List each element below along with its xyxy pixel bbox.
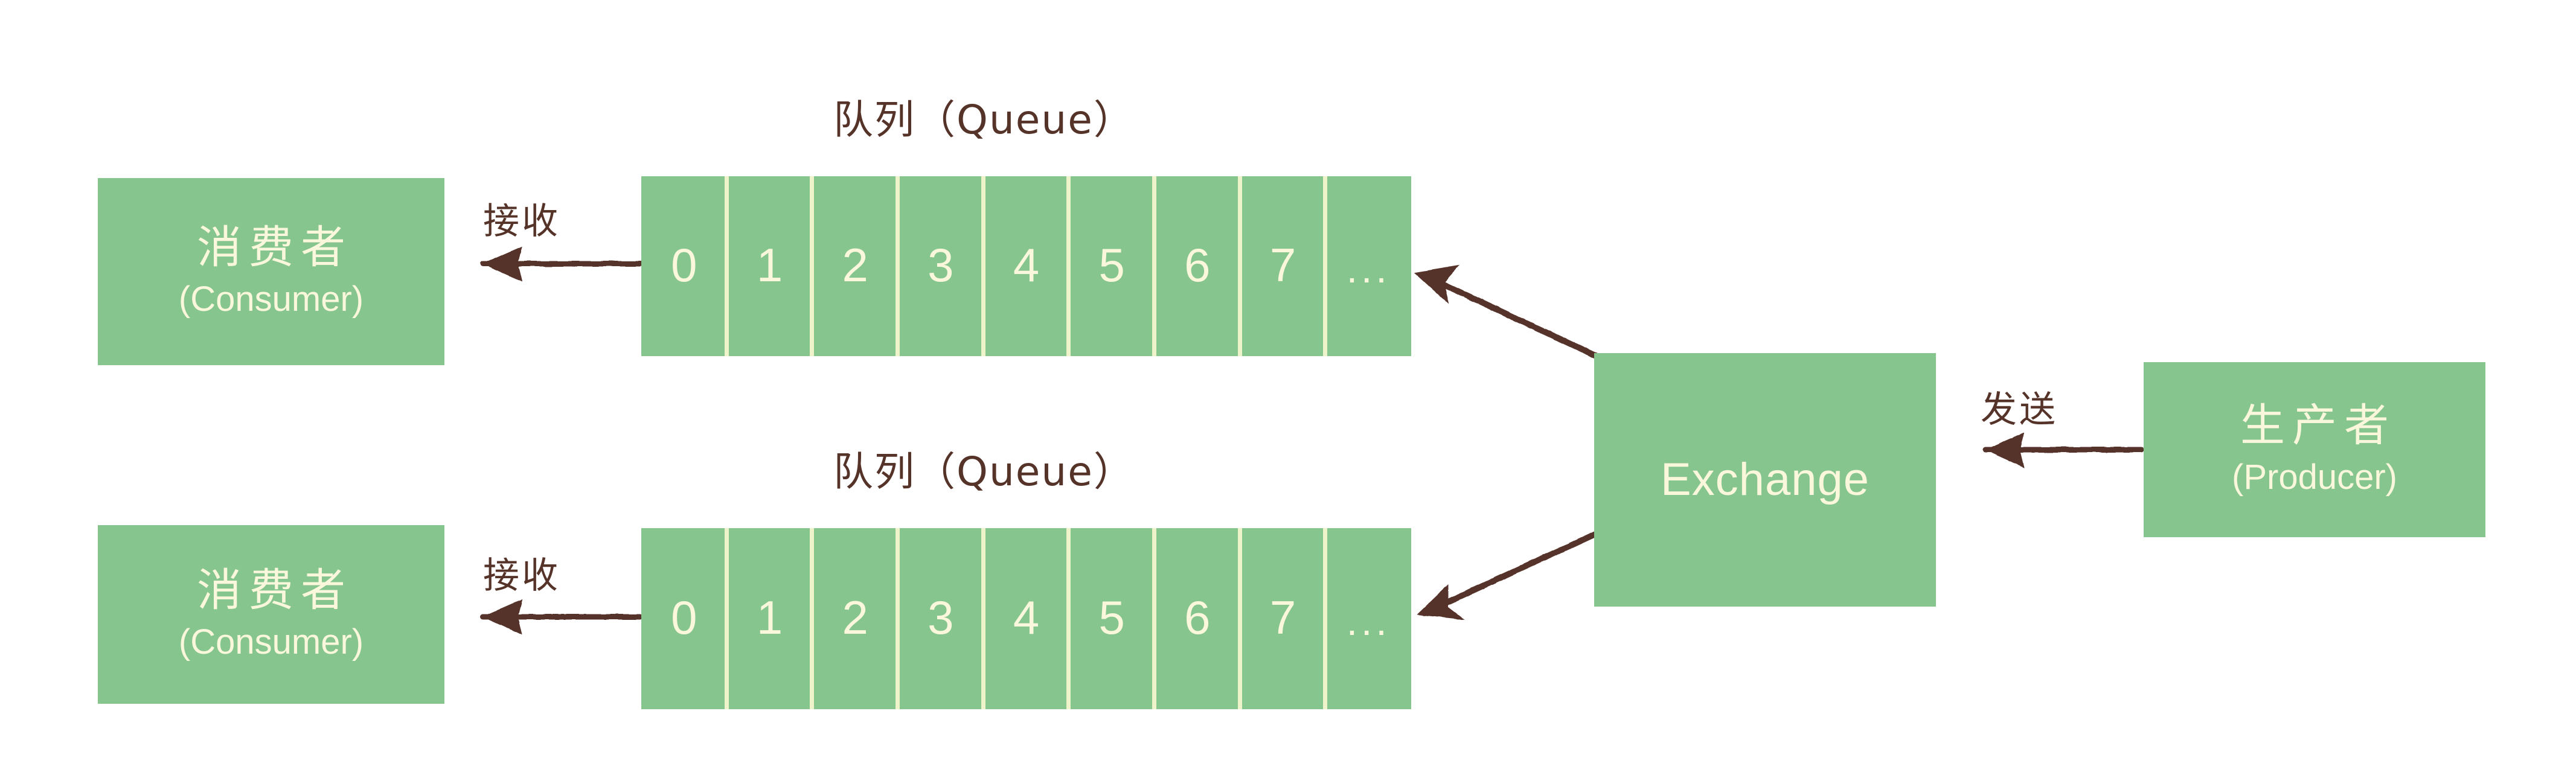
queue-cell-value: 6 <box>1184 238 1211 292</box>
queue-cell-overflow[interactable]: ... <box>1323 176 1411 356</box>
queue-cell[interactable]: 0 <box>641 176 727 356</box>
consumer-bottom-label-en: (Consumer) <box>178 622 364 662</box>
queue-cell-value: 0 <box>671 591 697 644</box>
arrow-exchange-to-queue-bottom <box>1416 529 1602 620</box>
queue-cell[interactable]: 5 <box>1066 528 1155 709</box>
consumer-node-top[interactable]: 消费者 (Consumer) <box>98 178 444 365</box>
queue-cell-value: 2 <box>842 591 868 644</box>
queue-cell-overflow[interactable]: ... <box>1323 528 1411 709</box>
queue-bottom[interactable]: 0 1 2 3 4 5 6 7 ... <box>641 528 1411 709</box>
queue-cell[interactable]: 2 <box>810 176 898 356</box>
exchange-label: Exchange <box>1660 454 1870 506</box>
queue-title-top: 队列（Queue） <box>833 97 1135 143</box>
queue-cell-value: 0 <box>671 238 697 292</box>
queue-cell-value: 1 <box>756 238 783 292</box>
exchange-node[interactable]: Exchange <box>1594 353 1936 607</box>
queue-cell-value: 2 <box>842 238 868 292</box>
edge-label-send: 发送 <box>1981 389 2058 431</box>
queue-cell-value: ... <box>1346 246 1391 291</box>
queue-top[interactable]: 0 1 2 3 4 5 6 7 ... <box>641 176 1411 356</box>
arrow-exchange-to-queue-top <box>1414 265 1602 360</box>
producer-node[interactable]: 生产者 (Producer) <box>2144 362 2485 537</box>
queue-cell-value: 7 <box>1269 591 1296 644</box>
edge-label-receive-top: 接收 <box>483 200 560 243</box>
queue-cell-value: 3 <box>928 591 954 644</box>
queue-cell-value: 4 <box>1013 591 1040 644</box>
producer-label-en: (Producer) <box>2232 457 2397 497</box>
queue-cell[interactable]: 1 <box>724 528 813 709</box>
queue-cell[interactable]: 6 <box>1152 528 1240 709</box>
queue-cell[interactable]: 5 <box>1066 176 1155 356</box>
arrow-send <box>1982 432 2144 468</box>
queue-cell[interactable]: 3 <box>896 176 984 356</box>
queue-cell-value: 3 <box>928 238 954 292</box>
consumer-bottom-label-cn: 消费者 <box>197 564 353 617</box>
arrow-receive-top <box>480 246 643 282</box>
queue-cell-value: 7 <box>1269 238 1296 292</box>
queue-cell[interactable]: 7 <box>1237 528 1326 709</box>
queue-cell-value: 4 <box>1013 238 1040 292</box>
queue-cell[interactable]: 6 <box>1152 176 1240 356</box>
queue-cell[interactable]: 4 <box>981 176 1069 356</box>
queue-cell[interactable]: 2 <box>810 528 898 709</box>
edge-label-receive-bottom: 接收 <box>483 555 560 597</box>
queue-cell-value: 5 <box>1098 591 1125 644</box>
queue-cell-value: 6 <box>1184 591 1211 644</box>
queue-cell-value: 5 <box>1098 238 1125 292</box>
consumer-top-label-cn: 消费者 <box>197 222 353 274</box>
producer-label-cn: 生产者 <box>2240 400 2396 452</box>
consumer-top-label-en: (Consumer) <box>178 279 364 319</box>
queue-cell[interactable]: 7 <box>1237 176 1326 356</box>
arrow-receive-bottom <box>480 599 643 635</box>
queue-cell-value: 1 <box>756 591 783 644</box>
queue-cell-value: ... <box>1346 599 1391 643</box>
consumer-node-bottom[interactable]: 消费者 (Consumer) <box>98 525 444 704</box>
queue-cell[interactable]: 0 <box>641 528 727 709</box>
queue-cell[interactable]: 4 <box>981 528 1069 709</box>
queue-cell[interactable]: 3 <box>896 528 984 709</box>
queue-cell[interactable]: 1 <box>724 176 813 356</box>
queue-title-bottom: 队列（Queue） <box>833 448 1135 495</box>
